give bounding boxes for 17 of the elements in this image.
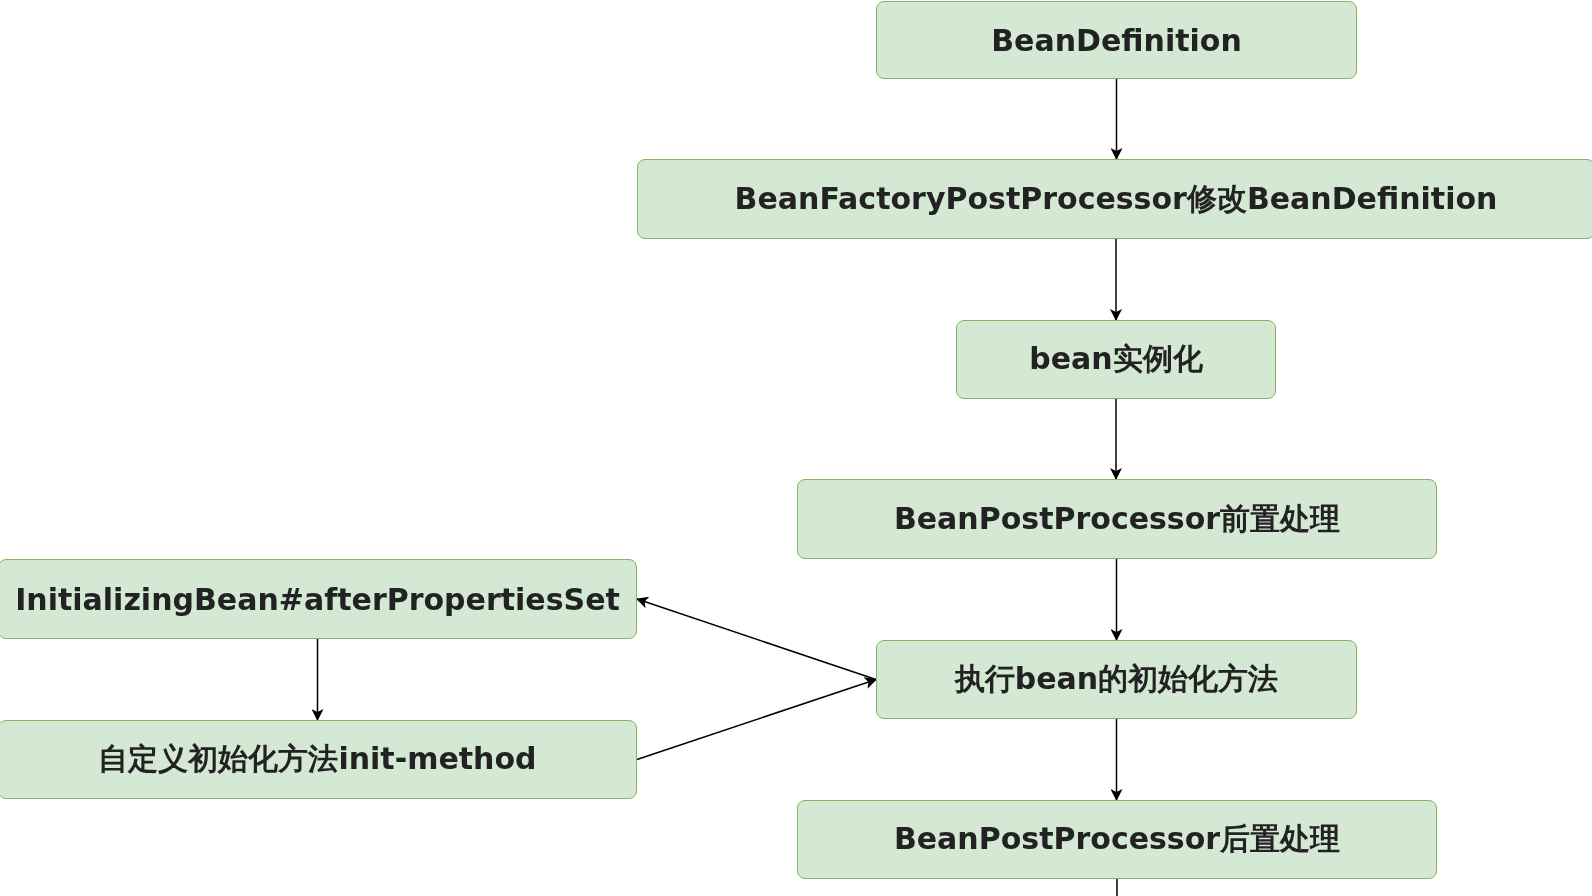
arrow xyxy=(1110,558,1123,641)
arrow xyxy=(1110,398,1122,480)
process-box: BeanPostProcessor后置处理 xyxy=(797,800,1437,879)
connector-line xyxy=(1116,878,1118,896)
process-box: bean实例化 xyxy=(956,320,1276,399)
process-box: BeanDefinition xyxy=(876,1,1357,79)
process-box: 执行bean的初始化方法 xyxy=(876,640,1357,719)
arrow xyxy=(1110,718,1123,801)
arrow xyxy=(636,677,877,761)
arrow xyxy=(1110,238,1122,321)
process-box: 自定义初始化方法init-method xyxy=(0,720,637,799)
process-box: BeanFactoryPostProcessor修改BeanDefinition xyxy=(637,159,1592,239)
arrow xyxy=(311,638,324,721)
process-box: InitializingBean#afterPropertiesSet xyxy=(0,559,637,639)
process-box: BeanPostProcessor前置处理 xyxy=(797,479,1437,559)
arrow xyxy=(1110,78,1123,160)
arrow xyxy=(636,596,877,681)
